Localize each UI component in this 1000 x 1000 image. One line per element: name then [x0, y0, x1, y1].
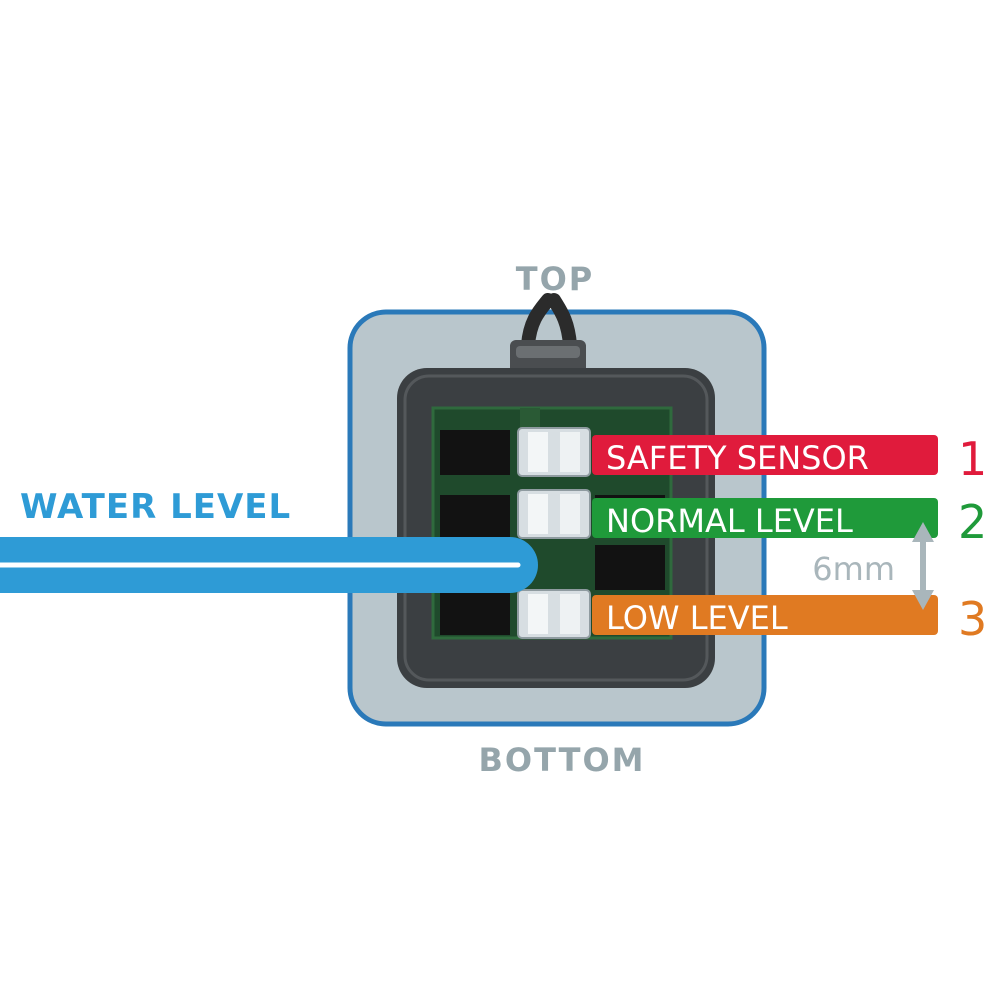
- sensor-number-3: 3: [958, 592, 987, 646]
- sensor-label-1: SAFETY SENSOR: [606, 439, 869, 477]
- sensor-number-2: 2: [958, 495, 987, 549]
- sensor-label-3: LOW LEVEL: [606, 599, 788, 637]
- bottom-label: BOTTOM: [478, 741, 645, 779]
- optical-prism-1: [517, 427, 591, 477]
- distance-arrow: [912, 522, 934, 610]
- sensor-tag-3: LOW LEVEL 3: [592, 592, 987, 646]
- sensor-tag-1: SAFETY SENSOR 1: [592, 432, 987, 486]
- sensor-tag-2: NORMAL LEVEL 2: [592, 495, 987, 549]
- sensor-number-1: 1: [958, 432, 987, 486]
- top-label: TOP: [516, 260, 594, 298]
- optical-prism-2: [517, 489, 591, 539]
- optical-prism-3: [517, 589, 591, 639]
- water-level-line: [0, 537, 538, 593]
- sensor-label-2: NORMAL LEVEL: [606, 502, 853, 540]
- water-level-label: WATER LEVEL: [20, 487, 291, 527]
- cable-connector: [510, 293, 586, 374]
- distance-label: 6mm: [812, 550, 895, 588]
